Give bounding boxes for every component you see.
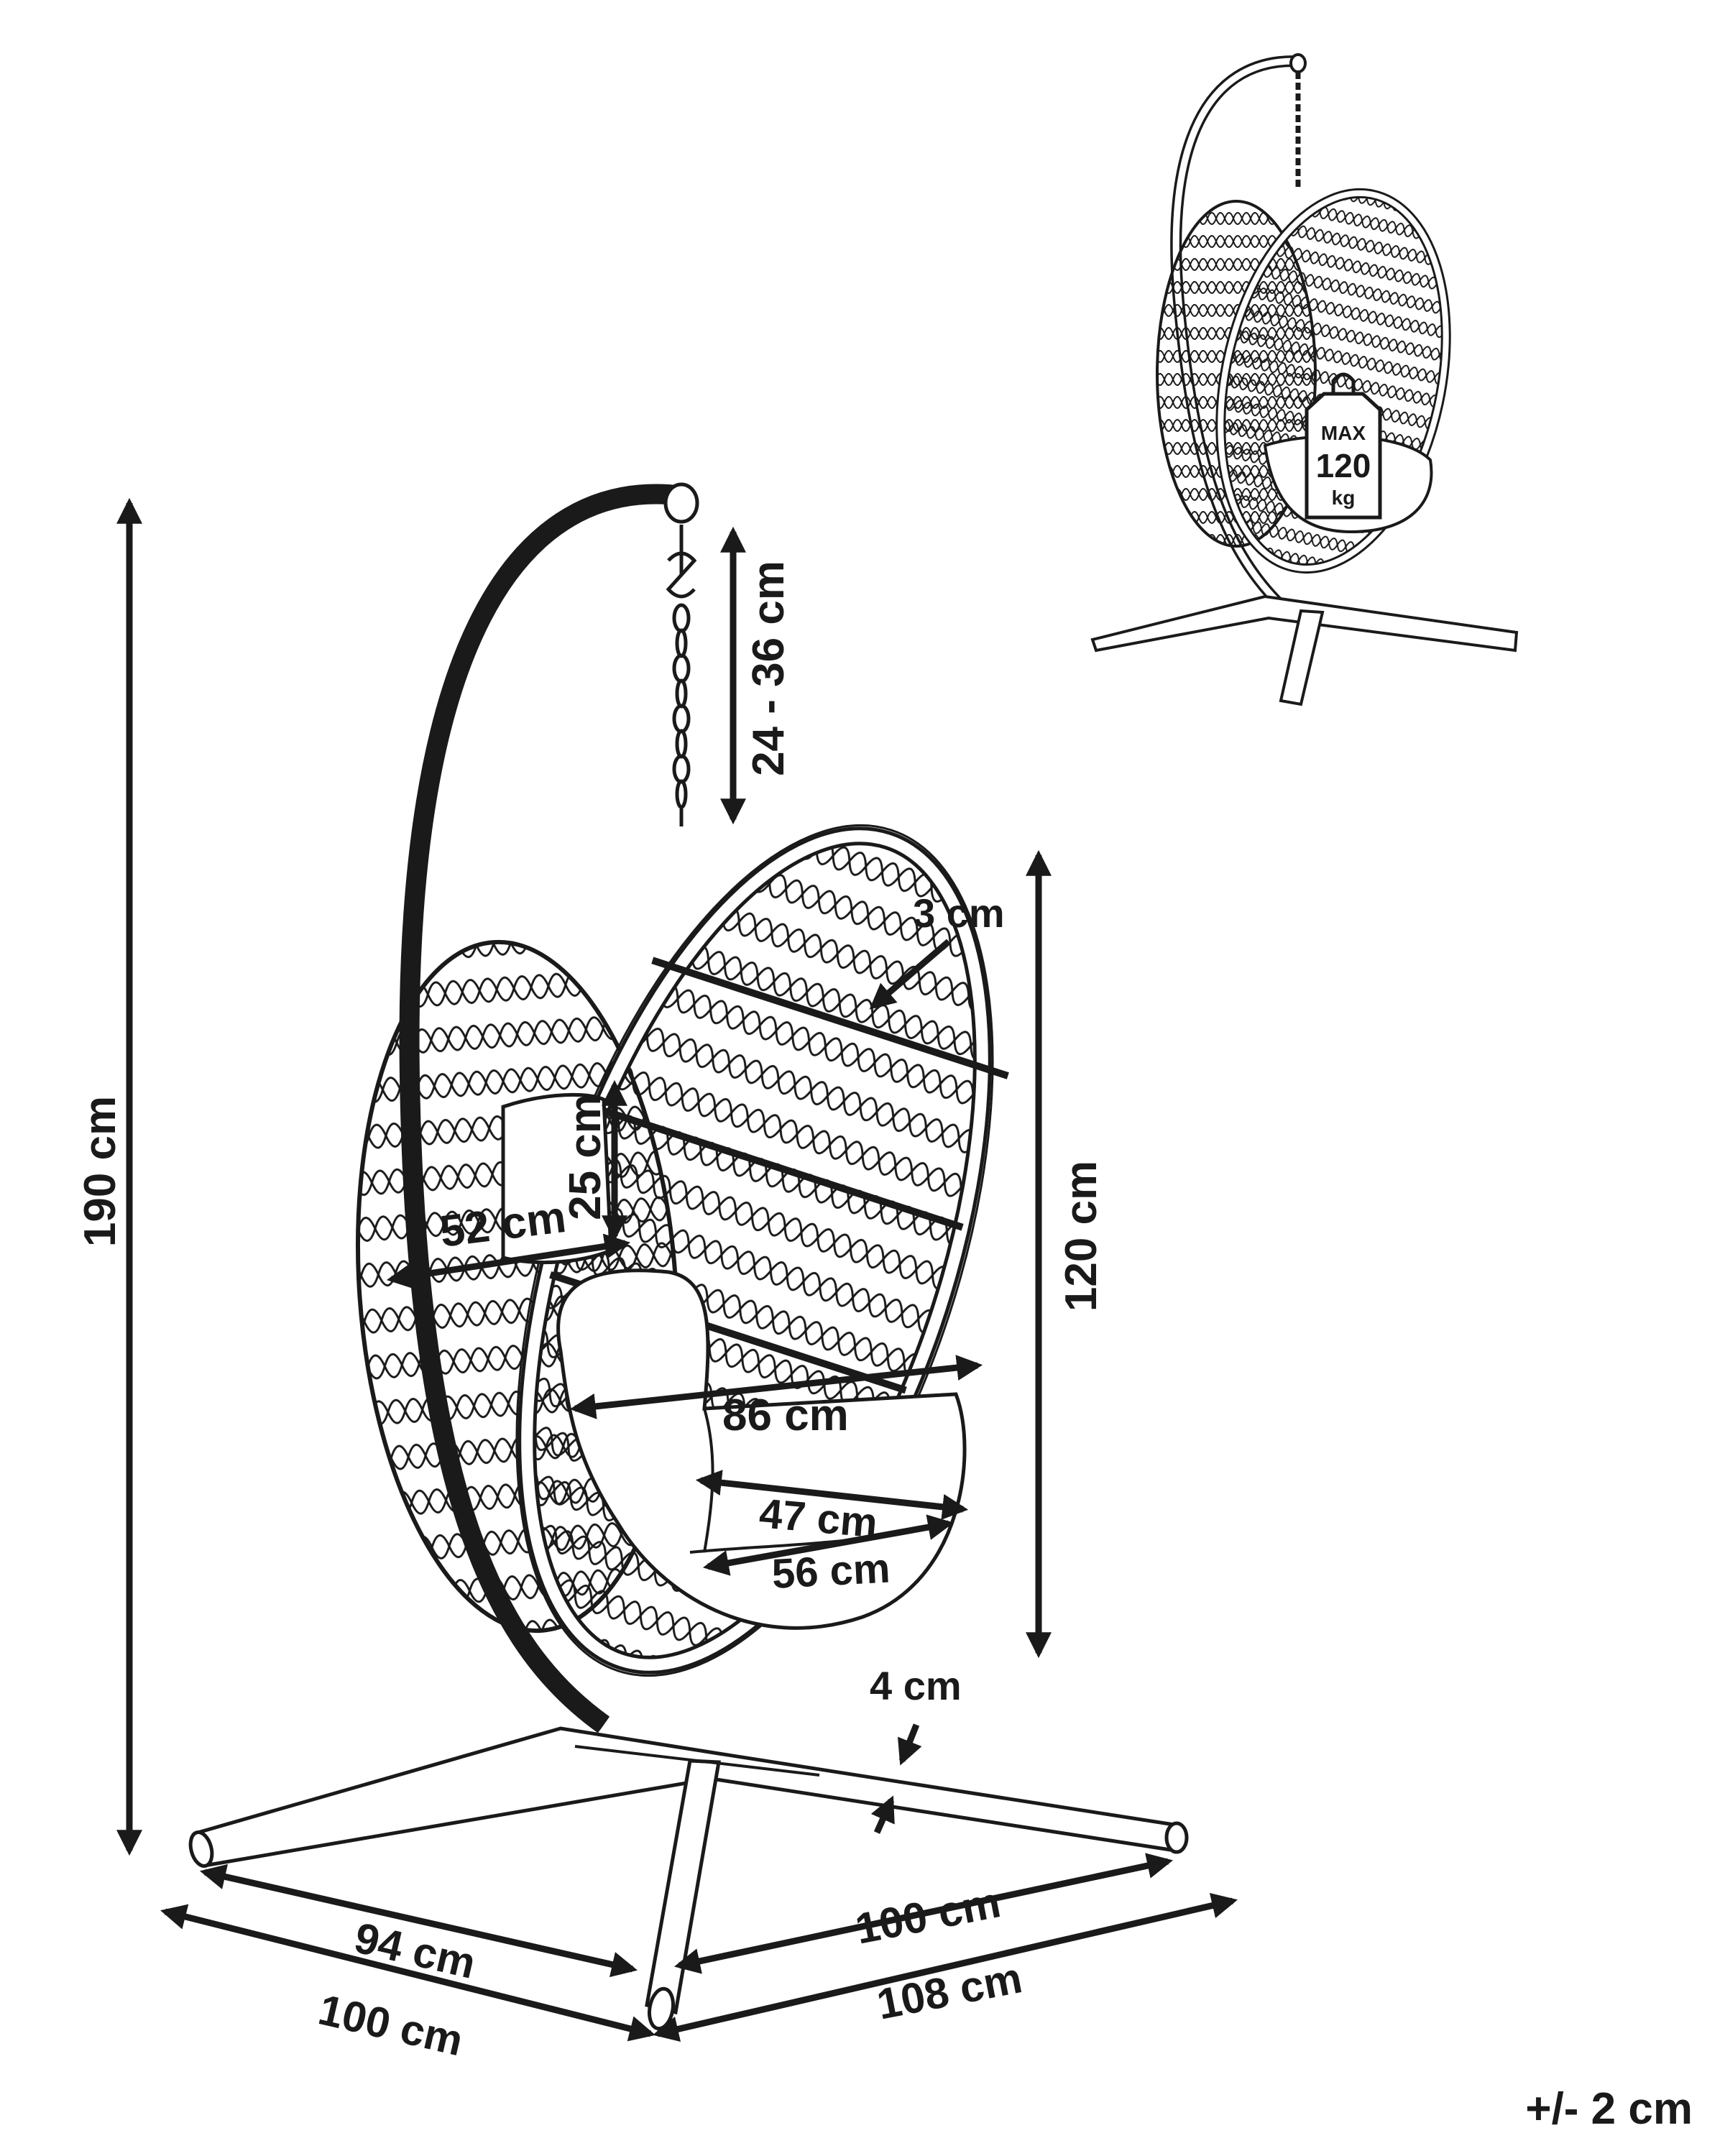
weight-badge-line1: MAX [1321,422,1366,444]
label-total-height: 190 cm [75,1096,125,1247]
label-base-right-inner: 100 cm [852,1878,1005,1953]
tolerance-note: +/- 2 cm [1525,2084,1693,2134]
weight-badge-line2: 120 [1316,447,1371,484]
label-basket-height: 120 cm [1057,1161,1106,1312]
label-seat-width: 47 cm [758,1490,880,1547]
label-chain-length: 24 - 36 cm [744,561,794,776]
label-backrest-height: 25 cm [561,1094,610,1220]
label-base-left-outer: 100 cm [314,1985,467,2065]
stand-base [188,1726,1189,2031]
weight-badge: MAX 120 kg [1305,372,1382,520]
label-base-tube: 4 cm [870,1663,962,1708]
small-chair-drawing: MAX 120 kg [1090,53,1519,706]
label-frame-thickness: 3 cm [913,890,1005,936]
chain [666,525,697,826]
label-basket-width: 86 cm [722,1391,849,1440]
weight-badge-line3: kg [1332,487,1356,509]
label-seat-depth: 56 cm [770,1544,891,1598]
dimension-arrow-icon [116,497,1238,2042]
